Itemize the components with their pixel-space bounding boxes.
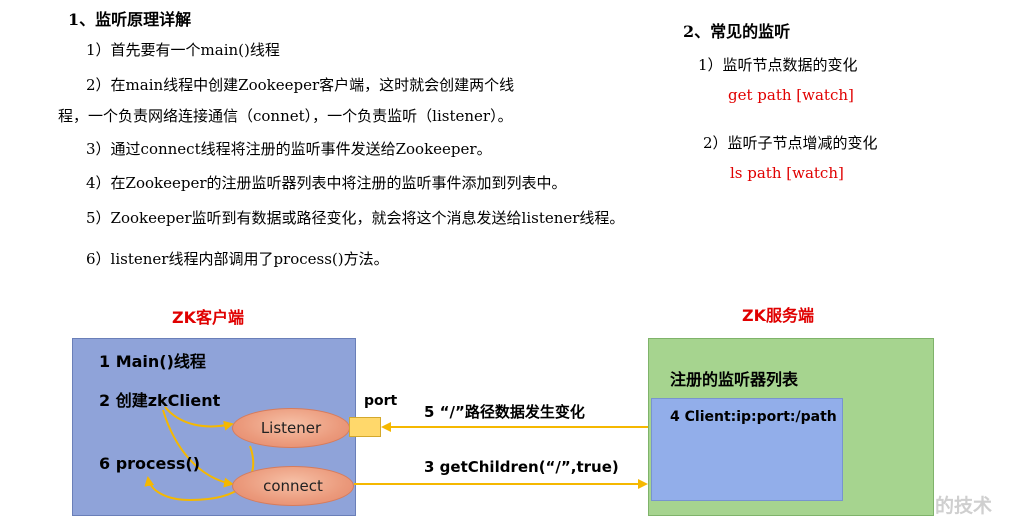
create-connect-arrow [162, 409, 234, 488]
connect-label: connect [263, 477, 323, 495]
listener-label: Listener [260, 419, 322, 437]
process-label: 6 process() [99, 454, 201, 473]
step-2-continued: 程，一个负责网络连接通信（connet），一个负责监听（listener）。 [58, 107, 513, 125]
step-5: 5）Zookeeper监听到有数据或路径变化，就会将这个消息发送给listene… [86, 209, 625, 227]
port-label: port [364, 393, 398, 409]
create-zkclient-label: 2 创建zkClient [99, 391, 221, 410]
listener-to-process-arrow [144, 445, 255, 502]
create-listener-arrow [164, 406, 234, 431]
step-2: 2）在main线程中创建Zookeeper客户端，这时就会创建两个线 [86, 76, 515, 94]
listener-thread-node: Listener [232, 408, 350, 448]
step-4: 4）在Zookeeper的注册监听器列表中将注册的监听事件添加到列表中。 [86, 174, 567, 192]
port-box [349, 417, 381, 437]
registered-listeners-header: 注册的监听器列表 [670, 370, 799, 389]
step-1: 1）首先要有一个main()线程 [86, 41, 280, 59]
watermark: 的技术 [935, 495, 993, 517]
client-title: ZK客户端 [172, 308, 245, 327]
listener-entry: 4 Client:ip:port:/path [670, 409, 837, 425]
data-change-label: 5 “/”路径数据发生变化 [424, 403, 585, 421]
connect-thread-node: connect [232, 466, 354, 506]
step-6: 6）listener线程内部调用了process()方法。 [86, 250, 389, 268]
watch-item-1: 1）监听节点数据的变化 [698, 56, 858, 74]
section-title-common-watches: 2、常见的监听 [683, 22, 791, 41]
watch-cmd-1: get path [watch] [728, 86, 854, 104]
get-children-label: 3 getChildren(“/”,true) [424, 458, 619, 476]
listener-list-box [651, 398, 843, 501]
main-thread-label: 1 Main()线程 [99, 352, 206, 371]
section-title-listener-principle: 1、监听原理详解 [68, 10, 192, 29]
step-3: 3）通过connect线程将注册的监听事件发送给Zookeeper。 [86, 140, 492, 158]
watch-cmd-2: ls path [watch] [730, 164, 844, 182]
watch-item-2: 2）监听子节点增减的变化 [703, 134, 878, 152]
server-title: ZK服务端 [742, 306, 815, 325]
